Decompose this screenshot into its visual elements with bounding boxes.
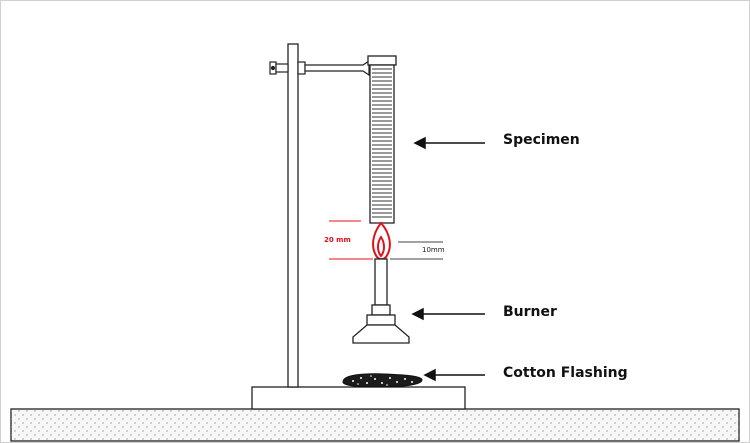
burner-arrow — [411, 307, 485, 321]
flame-height-label: 20 mm — [324, 236, 351, 244]
ground-slab — [10, 408, 740, 442]
gap-dimension — [390, 241, 443, 260]
specimen-arrow — [413, 136, 485, 150]
specimen-label: Specimen — [503, 132, 580, 148]
gap-label: 10mm — [422, 246, 445, 254]
stand-pole — [287, 43, 299, 388]
specimen-body — [369, 64, 395, 224]
specimen-cap — [367, 55, 397, 66]
clamp-block — [297, 61, 306, 75]
burner — [352, 258, 410, 344]
clamp-screw — [269, 61, 289, 75]
stand-base-plate — [251, 386, 466, 410]
flame-height-dimension — [329, 220, 373, 260]
burner-label: Burner — [503, 304, 557, 320]
flame-icon — [372, 221, 391, 261]
clamp-arm — [304, 59, 370, 77]
cotton-flashing-label: Cotton Flashing — [503, 365, 628, 381]
cotton-flashing — [342, 373, 423, 388]
cotton-arrow — [423, 368, 485, 382]
